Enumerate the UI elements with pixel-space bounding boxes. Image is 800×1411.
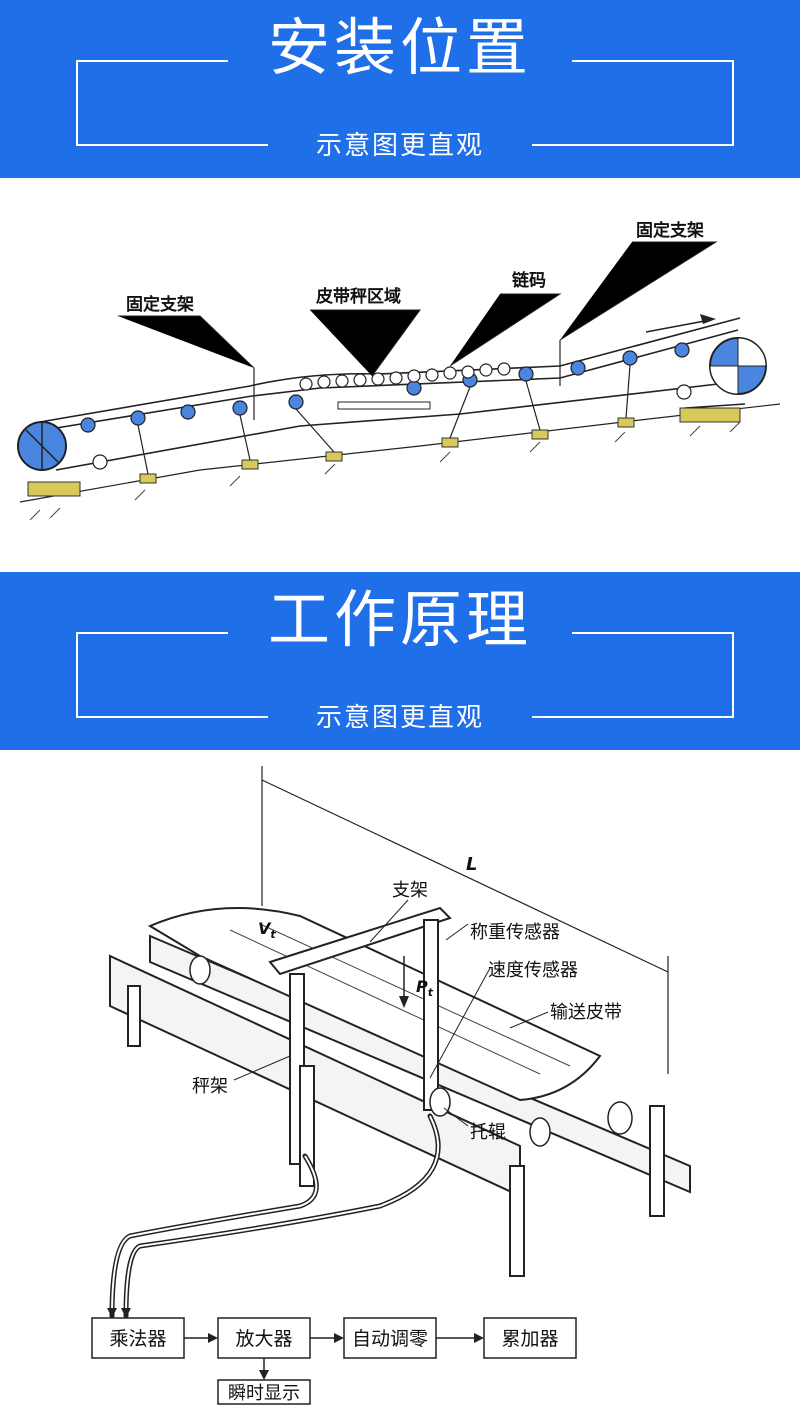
label-idler: 托辊 [470,1122,506,1143]
conveyor-belt-surface [147,907,602,1102]
section-title: 安装位置 [267,11,532,84]
belt-direction-arrow-icon [645,314,716,333]
working-principle-diagram: L Pt Vt [91,766,691,1405]
label-conveyor-belt: 输送皮带 [550,1002,622,1023]
label-velocity: Vt [258,919,276,941]
block-accumulator [483,1317,577,1359]
label-fixed-support-left: 固定支架 [126,294,194,315]
label-scale-frame: 秤架 [192,1076,228,1097]
label-scale-area: 皮带秤区域 [316,286,401,307]
label-speed-sensor: 速度传感器 [488,960,578,981]
label-support: 支架 [392,880,428,901]
section-banner-install: 安装位置 示意图更直观 [0,0,800,178]
block-instant-display-label: 瞬时显示 [228,1383,300,1404]
base-left [27,481,81,497]
block-multiplier [91,1317,185,1359]
scale-plate [337,401,431,410]
section-subtitle: 示意图更直观 [315,131,484,161]
section-title: 工作原理 [267,583,532,656]
block-auto-zero-label: 自动调零 [352,1328,428,1350]
label-chain-weight: 链码 [512,270,546,291]
block-accumulator-label: 累加器 [501,1328,558,1350]
block-amplifier-label: 放大器 [235,1328,292,1350]
label-length: L [466,854,477,875]
installation-diagram: 固定支架 皮带秤区域 链码 固定支架 [17,220,781,521]
label-fixed-support-right: 固定支架 [636,220,704,241]
block-multiplier-label: 乘法器 [109,1328,166,1350]
block-instant-display [217,1379,311,1405]
label-weighing-sensor: 称重传感器 [470,922,560,943]
label-pressure: Pt [416,977,434,999]
section-subtitle: 示意图更直观 [315,703,484,733]
base-right [679,407,741,423]
section-banner-principle: 工作原理 示意图更直观 [0,572,800,750]
